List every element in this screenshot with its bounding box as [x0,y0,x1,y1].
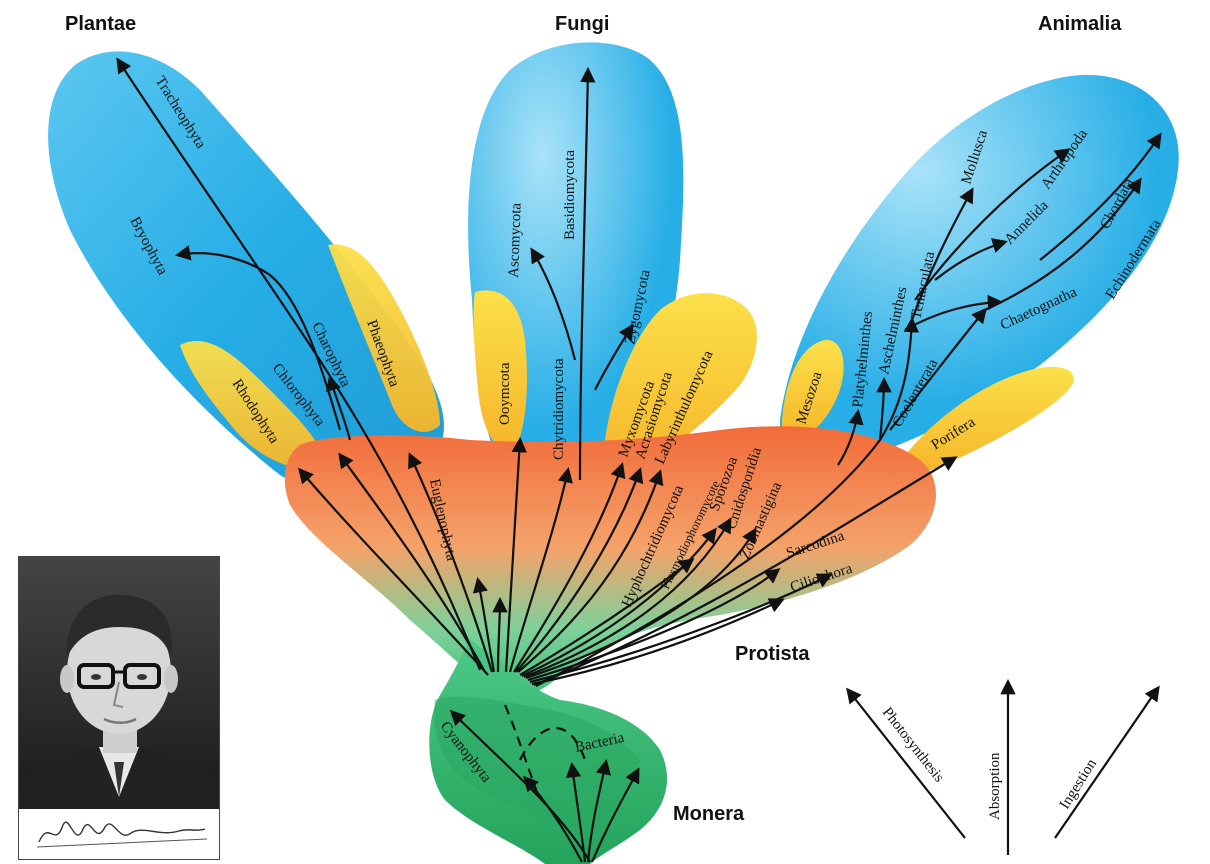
arrow-photosynthesis [848,690,965,838]
label-ascomycota: Ascomycota [506,202,525,278]
label-chytridiomycota: Chytridiomycota [551,358,567,460]
kingdom-monera: Monera [673,803,745,825]
person-photo-icon [19,557,219,859]
arrow-ingestion [1055,688,1158,838]
portrait-panel [18,556,220,860]
kingdom-fungi: Fungi [555,13,609,35]
kingdom-plantae: Plantae [65,13,136,35]
label-absorption: Absorption [987,752,1003,820]
signature-scribble [39,822,205,842]
kingdom-protista: Protista [735,643,810,665]
kingdom-animalia: Animalia [1038,13,1122,35]
label-oomycota: Ooymcota [497,362,513,425]
label-basidiomycota: Basidiomycota [562,150,578,240]
